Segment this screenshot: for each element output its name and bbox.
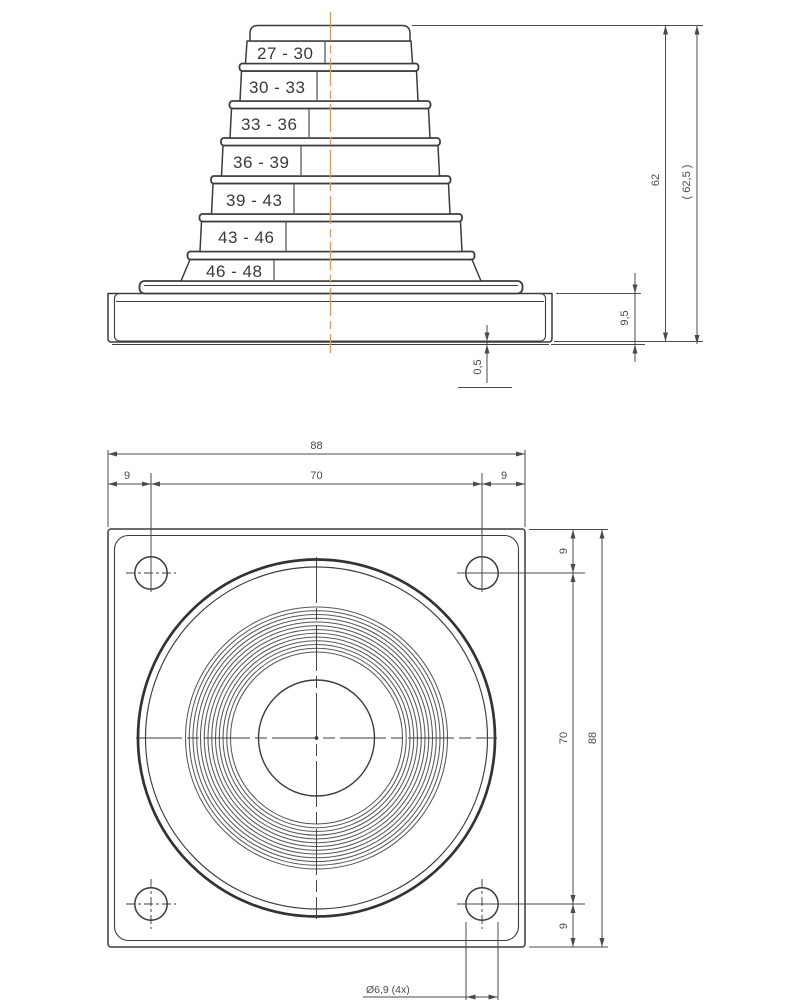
dim-hole-offsets-right: 9 70 9 88 [558,529,605,947]
step-label-2: 30 - 33 [249,78,305,97]
svg-text:62: 62 [650,174,662,186]
step-label-3: 33 - 36 [241,115,297,134]
svg-text:9: 9 [558,923,570,929]
svg-text:9: 9 [558,548,570,554]
step-label-1: 27 - 30 [257,44,313,63]
svg-text:88: 88 [587,732,599,744]
svg-text:88: 88 [310,440,322,452]
svg-text:0,5: 0,5 [472,359,484,374]
dim-overall-width: 88 [108,440,525,457]
top-view: 88 9 70 9 9 70 9 88 [107,440,608,1000]
dim-total-height-overall: ( 62,5 ) [681,25,700,344]
dim-base-height: 9,5 [619,273,638,362]
side-view-dimensions: 9,5 0,5 62 ( 62,5 ) [412,25,703,388]
svg-text:9,5: 9,5 [619,310,631,325]
svg-text:( 62,5 ): ( 62,5 ) [681,165,693,200]
dim-lip-height: 0,5 [458,325,512,388]
dim-hole-offsets-top: 9 70 9 [108,470,525,487]
svg-text:9: 9 [124,470,130,482]
step-label-5: 39 - 43 [226,191,282,210]
dim-total-height: 62 [650,25,668,342]
step-label-7: 46 - 48 [206,262,262,281]
step-label-6: 43 - 46 [218,228,274,247]
svg-text:Ø6,9 (4x): Ø6,9 (4x) [366,984,410,996]
grommet-circles [136,557,497,919]
svg-text:70: 70 [310,470,322,482]
svg-text:70: 70 [558,732,570,744]
step-label-4: 36 - 39 [233,153,289,172]
dim-hole-diameter: Ø6,9 (4x) [363,984,498,1000]
side-view: 27 - 30 30 - 33 33 - 36 36 - 39 39 - 43 … [107,12,703,388]
top-view-dimensions: 88 9 70 9 9 70 9 88 [107,440,608,1000]
cone-ledge-1 [238,62,420,72]
svg-text:9: 9 [501,470,507,482]
step-labels: 27 - 30 30 - 33 33 - 36 36 - 39 39 - 43 … [206,42,326,281]
